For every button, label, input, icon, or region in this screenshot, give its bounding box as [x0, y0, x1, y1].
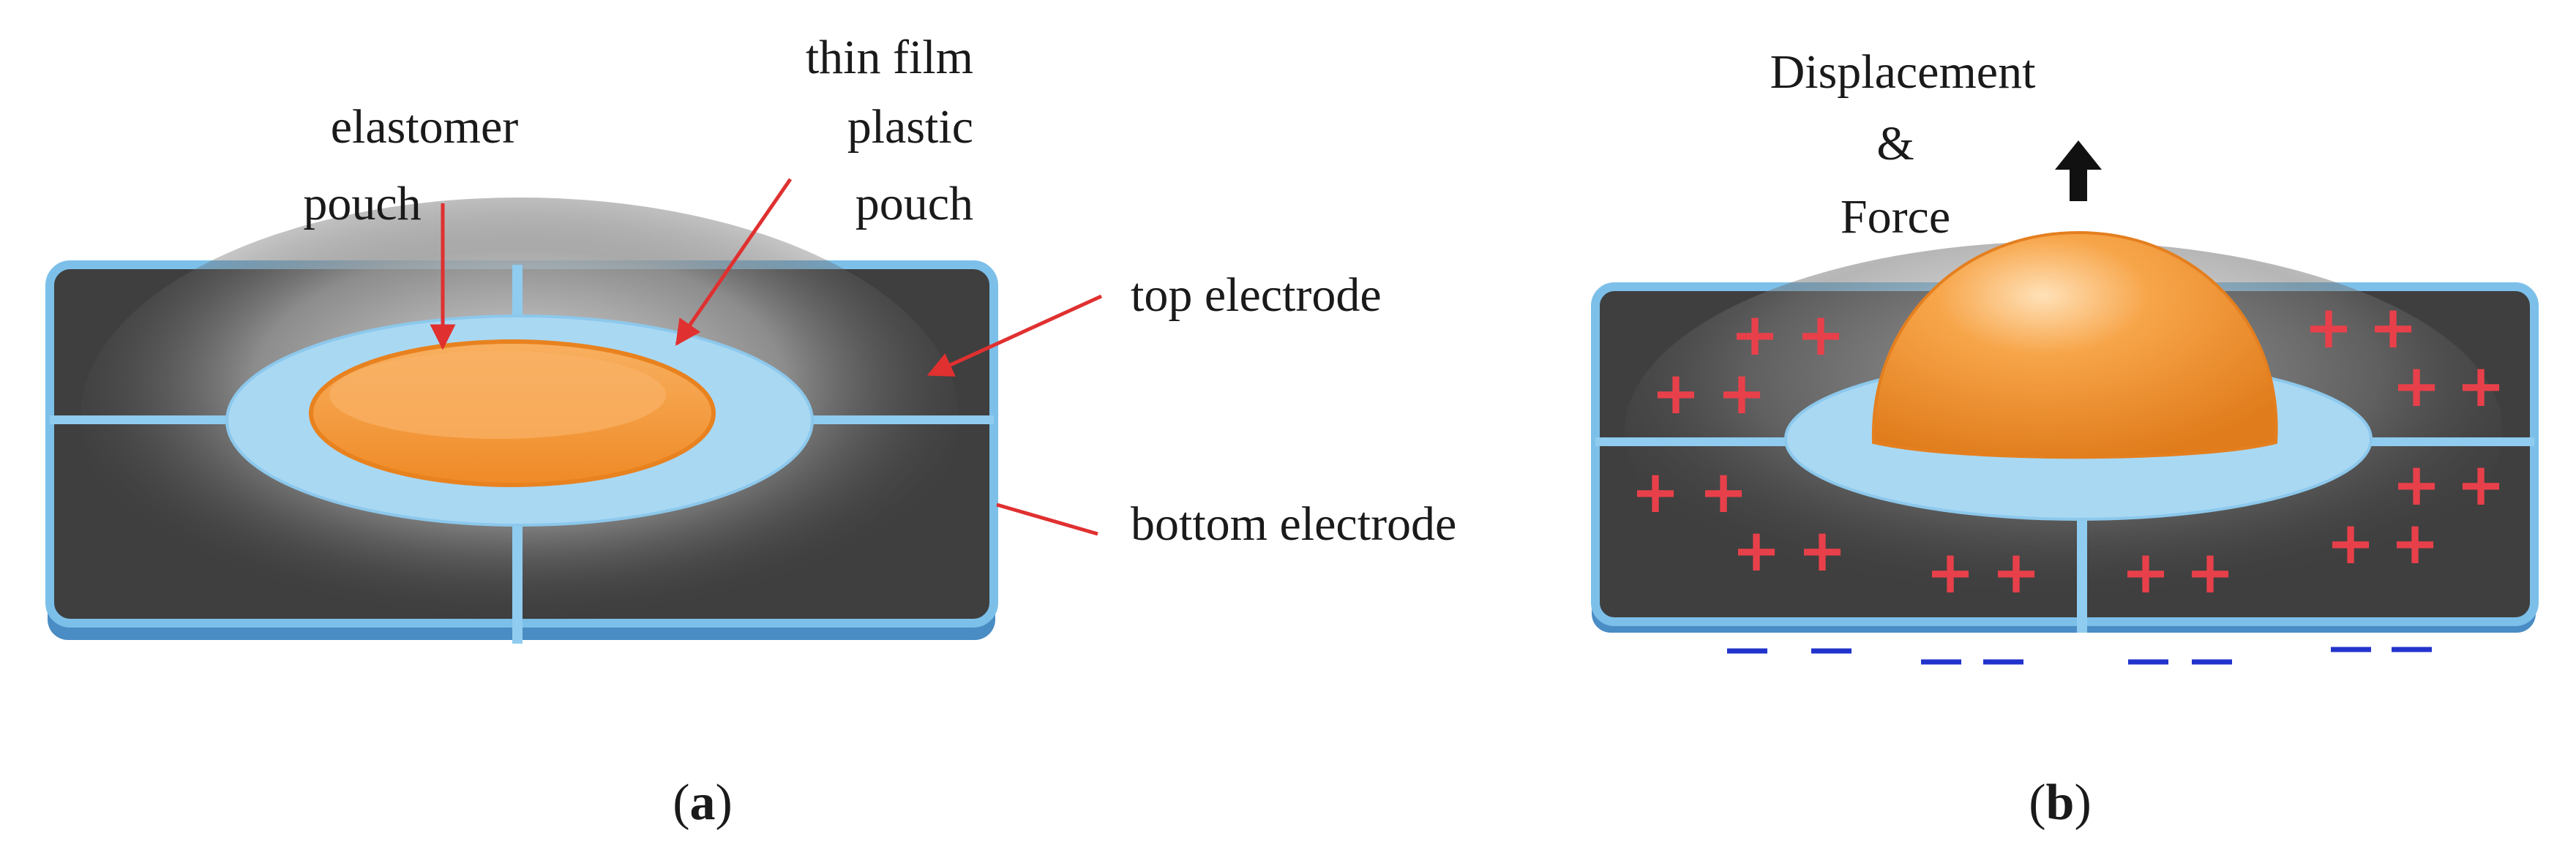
plus-charge: + — [1717, 359, 1766, 427]
panel-a: elastomer pouch thin film plastic pouch … — [45, 31, 1456, 831]
label-elastomer-2: pouch — [303, 177, 421, 230]
plus-charge: + — [2121, 538, 2170, 606]
plus-charge: + — [1730, 301, 1779, 369]
plus-charge: + — [2326, 509, 2375, 577]
label-bottom-electrode-clip: bottom electrode — [1131, 497, 1456, 551]
plus-charge: + — [1630, 458, 1680, 526]
up-arrow-icon — [2055, 140, 2102, 201]
label-film-1: thin film — [806, 31, 973, 84]
plus-charge: + — [1797, 516, 1846, 584]
plus-charge: + — [2456, 352, 2505, 420]
negative-charges — [1727, 647, 2432, 665]
pointer-film — [675, 178, 793, 346]
label-force: Force — [1841, 190, 1950, 244]
caption-b: (b) — [2029, 775, 2092, 831]
plus-charge: + — [2304, 293, 2353, 361]
elastomer-dome-b — [1871, 230, 2278, 459]
plus-charge: + — [2392, 451, 2441, 519]
label-top-electrode: top electrode — [1131, 268, 1382, 322]
elastomer-highlight-a — [329, 351, 666, 439]
plus-charge: + — [1925, 538, 1974, 606]
plus-charge: + — [2456, 451, 2505, 519]
label-elastomer-1: elastomer — [331, 100, 519, 154]
label-film-3: pouch — [855, 177, 973, 230]
label-bottom-electrode: bottom electrode — [1131, 497, 1456, 551]
pointer-top-electrode — [926, 294, 1103, 377]
gap-vertical-bottom-b — [2077, 497, 2087, 633]
panel-b: + + + + + + + + + + + + + + + + + + + + — [1591, 45, 2539, 831]
label-film-2: plastic — [847, 100, 973, 154]
plus-charge: + — [1731, 516, 1781, 584]
label-displacement: Displacement — [1770, 45, 2036, 99]
plus-charge: + — [2368, 293, 2417, 361]
positive-charges: + + + + + + + + + + + + + + + + + + + + — [1630, 293, 2505, 606]
caption-a: (a) — [673, 775, 733, 831]
plus-charge: + — [1991, 538, 2040, 606]
label-ampersand: & — [1876, 117, 1914, 170]
plus-charge: + — [2390, 509, 2439, 577]
pointer-bottom-electrode — [996, 502, 1098, 536]
plus-charge: + — [2185, 538, 2234, 606]
plus-charge: + — [1699, 458, 1748, 526]
plus-charge: + — [1651, 359, 1700, 427]
plus-charge: + — [2392, 352, 2441, 420]
plus-charge: + — [1796, 301, 1845, 369]
